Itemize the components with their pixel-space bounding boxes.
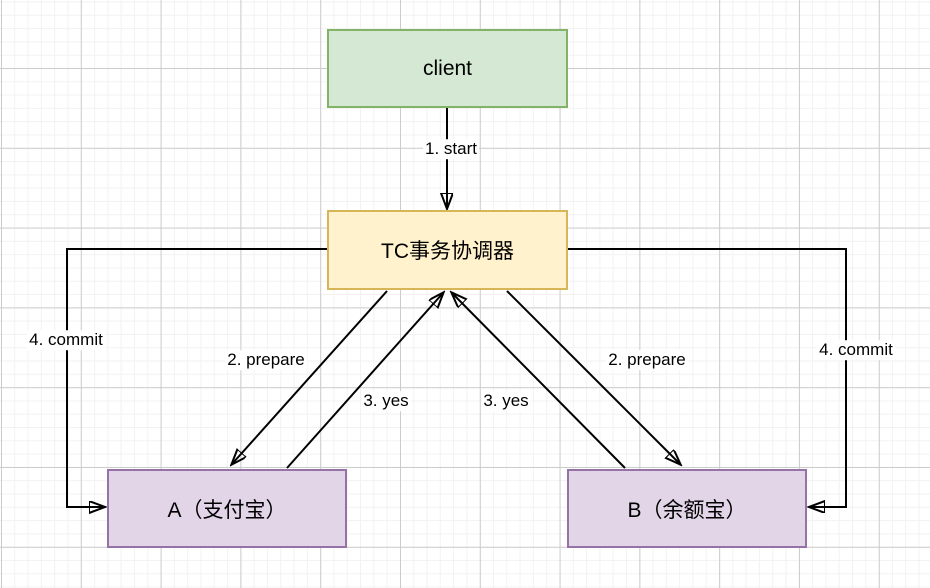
edge-label-commit-left: 4. commit xyxy=(27,330,105,350)
edge-yes-right-arrow xyxy=(452,293,626,469)
node-transaction-coordinator: TC事务协调器 xyxy=(327,210,568,290)
edge-prepare-right-arrow xyxy=(506,290,680,464)
edge-label-yes-right: 3. yes xyxy=(481,391,531,411)
edge-label-prepare-right: 2. prepare xyxy=(606,350,688,370)
edge-prepare-left-arrow xyxy=(232,290,388,464)
edge-label-yes-left: 3. yes xyxy=(361,391,411,411)
node-participant-b: B（余额宝） xyxy=(567,469,807,548)
edge-label-start: 1. start xyxy=(423,139,479,159)
node-participant-a-label: A（支付宝） xyxy=(167,498,287,522)
edge-label-commit-right: 4. commit xyxy=(817,340,895,360)
node-client: client xyxy=(327,29,568,108)
edge-label-prepare-left: 2. prepare xyxy=(225,350,307,370)
node-participant-a: A（支付宝） xyxy=(107,469,347,548)
node-client-label: client xyxy=(422,56,473,80)
node-participant-b-label: B（余额宝） xyxy=(627,498,747,522)
edge-yes-left-arrow xyxy=(286,293,443,469)
node-transaction-coordinator-label: TC事务协调器 xyxy=(381,240,514,263)
